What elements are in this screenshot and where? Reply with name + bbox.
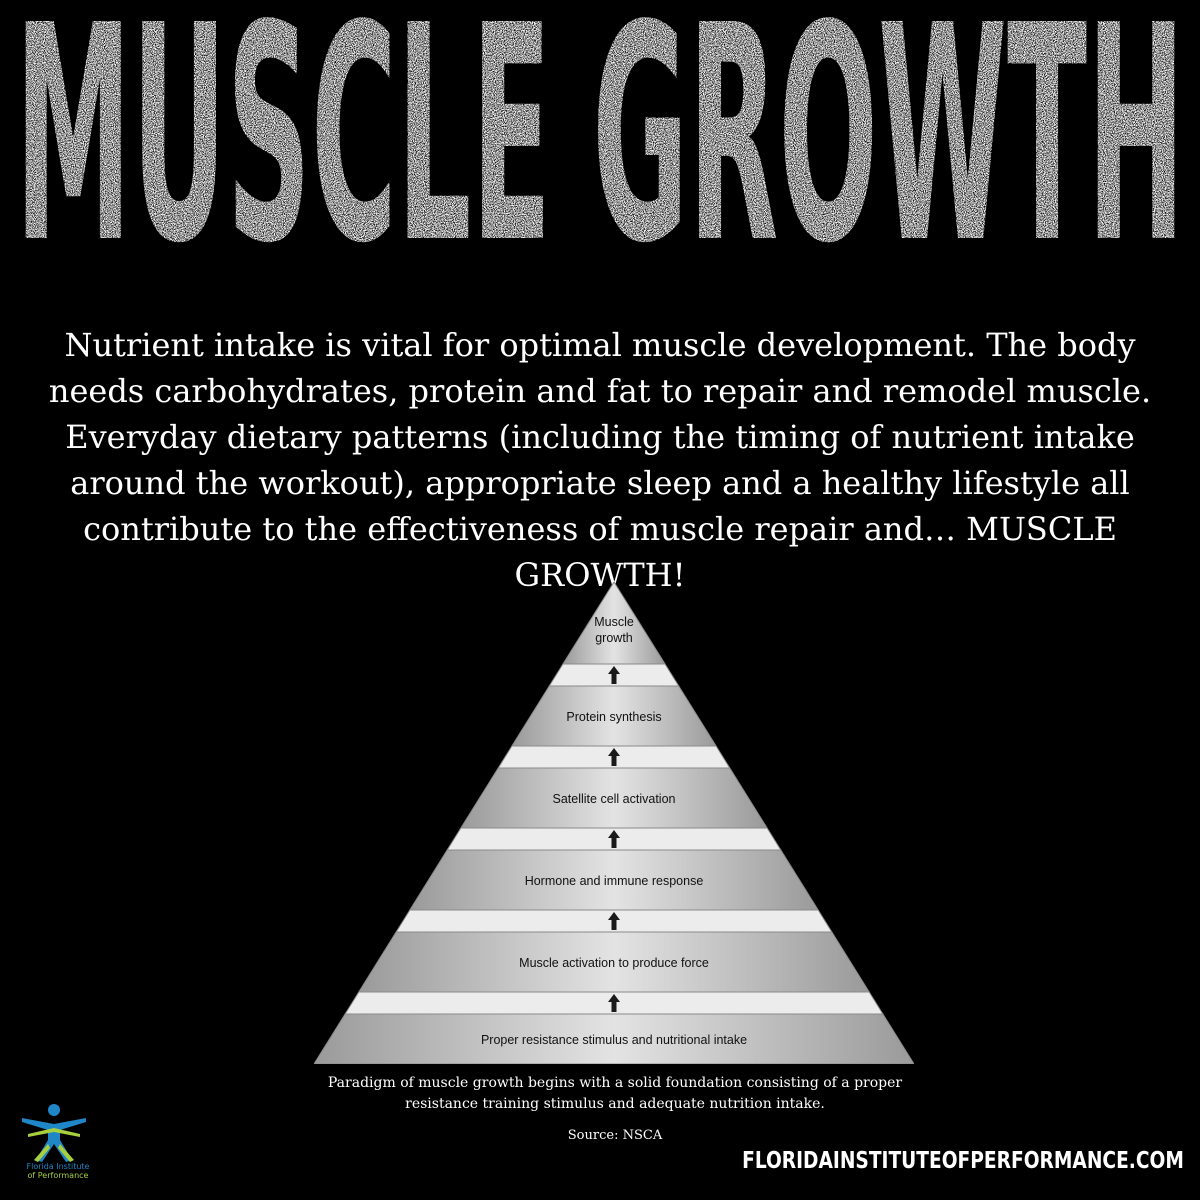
pyramid-label-2: Satellite cell activation xyxy=(553,792,676,806)
pyramid-label-4: Muscle activation to produce force xyxy=(519,956,709,970)
up-arrow-icon xyxy=(608,748,620,766)
pyramid-label-0-line1: Muscle xyxy=(594,615,634,629)
title-text: MUSCLE GROWTH xyxy=(15,10,1185,309)
title-graphic: MUSCLE GROWTH xyxy=(15,10,1185,309)
pyramid-label-5: Proper resistance stimulus and nutrition… xyxy=(481,1033,747,1047)
pyramid-level-3 xyxy=(408,849,820,911)
pyramid-caption: Paradigm of muscle growth begins with a … xyxy=(327,1075,903,1112)
pyramid-level-0 xyxy=(562,582,666,665)
title-banner: MUSCLE GROWTH xyxy=(0,10,1200,310)
logo-wordmark: Florida Institute of Performance xyxy=(18,1162,98,1180)
up-arrow-icon xyxy=(608,912,620,930)
website-url[interactable]: FLORIDAINSTITUTEOFPERFORMANCE.COM xyxy=(742,1148,1184,1174)
pyramid-label-0-line2: growth xyxy=(595,631,633,645)
pyramid-level-1 xyxy=(511,685,717,747)
pyramid-label-1: Protein synthesis xyxy=(566,710,661,724)
up-arrow-icon xyxy=(608,994,620,1012)
pyramid-level-5 xyxy=(314,1013,914,1064)
up-arrow-icon xyxy=(608,830,620,848)
logo xyxy=(14,1100,98,1190)
source-credit: Source: NSCA xyxy=(567,1128,663,1143)
pyramid-level-2 xyxy=(459,767,769,829)
logo-line1: Florida Institute xyxy=(26,1162,90,1171)
vitruvian-figure-icon xyxy=(22,1104,86,1162)
pyramid-level-4 xyxy=(357,931,871,993)
up-arrow-icon xyxy=(608,666,620,684)
intro-paragraph: Nutrient intake is vital for optimal mus… xyxy=(48,326,1152,594)
pyramid-label-3: Hormone and immune response xyxy=(525,874,704,888)
logo-line2: of Performance xyxy=(27,1171,89,1180)
